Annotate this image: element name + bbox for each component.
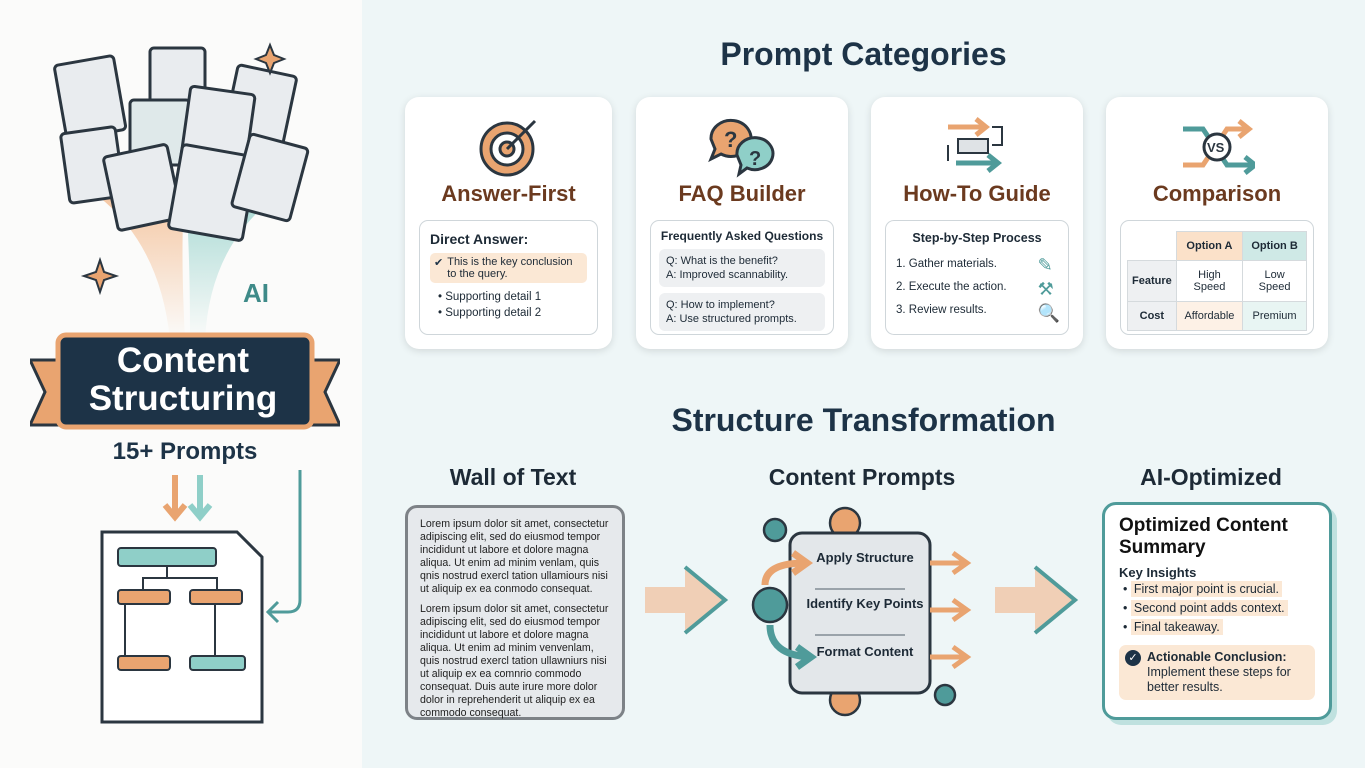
card-title: Answer-First: [441, 181, 576, 206]
insight-item: • Final takeaway.: [1123, 618, 1315, 637]
actionable-conclusion: ✓ Actionable Conclusion:Implement these …: [1119, 645, 1315, 700]
card-title: How-To Guide: [903, 181, 1051, 206]
step-icons: ✎⚒🔍: [1037, 255, 1060, 323]
banner-title: Content Structuring: [58, 342, 308, 418]
steps-preview: Step-by-Step Process 1. Gather materials…: [885, 220, 1069, 335]
question-bubbles-icon: ??: [708, 118, 775, 178]
wall-paragraph: Lorem ipsum dolor sit amet, consectetur …: [420, 518, 609, 595]
step-item: 2. Execute the action.: [896, 281, 1007, 293]
target-icon: [479, 119, 536, 177]
hero-panel: AI Content Structuring 15+ Prompts: [0, 0, 362, 768]
optimized-content-card: Optimized Content Summary Key Insights •…: [1102, 502, 1332, 720]
answer-preview: Direct Answer: ✔This is the key conclusi…: [419, 220, 598, 335]
cell: Low Speed: [1242, 260, 1307, 302]
categories-title: Prompt Categories: [720, 36, 1007, 72]
check-circle-icon: ✓: [1125, 650, 1141, 666]
bullet: • Supporting detail 2: [438, 307, 542, 319]
svg-text:VS: VS: [1207, 140, 1225, 155]
processor-icon: [751, 506, 972, 717]
direct-answer-heading: Direct Answer:: [430, 231, 529, 247]
bullet: • Supporting detail 1: [438, 291, 542, 303]
faq-heading: Frequently Asked Questions: [660, 229, 824, 243]
banner-line-1: Content: [116, 341, 250, 380]
banner-line-2: Structuring: [88, 379, 278, 418]
process-step: Apply Structure: [816, 550, 914, 565]
header-option-b: Option B: [1242, 231, 1307, 261]
header-option-a: Option A: [1175, 231, 1244, 261]
card-faq-builder: ?? FAQ Builder Frequently Asked Question…: [636, 97, 848, 349]
conclusion-text: This is the key conclusion to the query.: [447, 256, 573, 280]
faq-item: Q: How to implement?A: Use structured pr…: [659, 293, 825, 331]
faq-item: Q: What is the benefit?A: Improved scann…: [659, 249, 825, 287]
wall-of-text-box: Lorem ipsum dolor sit amet, consectetur …: [405, 505, 625, 720]
check-icon: ✔: [434, 257, 444, 269]
structured-document-icon: [100, 470, 302, 724]
cell: Premium: [1242, 301, 1307, 331]
row-label: Feature: [1127, 260, 1177, 302]
vs-arrows-icon: VS: [1183, 119, 1255, 175]
documents-cluster-icon: [53, 42, 310, 340]
card-how-to-guide: How-To Guide Step-by-Step Process 1. Gat…: [871, 97, 1083, 349]
arrow-right-icon: [645, 565, 729, 635]
insight-item: • First major point is crucial.: [1123, 580, 1315, 599]
arrow-right-icon: [995, 565, 1079, 635]
step-item: 3. Review results.: [896, 304, 987, 316]
prompts-count: 15+ Prompts: [112, 438, 258, 465]
cell: Affordable: [1175, 301, 1244, 331]
steps-heading: Step-by-Step Process: [912, 231, 1042, 245]
column-wall-of-text: Wall of Text: [449, 464, 577, 490]
conclusion-label: Actionable Conclusion:: [1147, 650, 1287, 664]
insights-label: Key Insights: [1119, 565, 1197, 580]
key-conclusion: ✔This is the key conclusion to the query…: [430, 253, 587, 283]
faq-preview: Frequently Asked Questions Q: What is th…: [650, 220, 834, 335]
wall-paragraph: Lorem ipsum dolor sit amet, consectetur …: [420, 603, 609, 719]
card-title: FAQ Builder: [678, 181, 806, 206]
banner-ribbon: [30, 332, 340, 430]
ai-label: AI: [243, 278, 269, 308]
svg-text:?: ?: [749, 148, 761, 170]
step-item: 1. Gather materials.: [896, 258, 997, 270]
process-step: Identify Key Points: [806, 596, 924, 611]
output-title: Optimized Content Summary: [1119, 515, 1288, 558]
transformation-title: Structure Transformation: [671, 402, 1056, 438]
insight-item: • Second point adds context.: [1123, 599, 1315, 618]
column-ai-optimized: AI-Optimized: [1140, 464, 1282, 490]
cell: High Speed: [1175, 260, 1244, 302]
card-answer-first: Answer-First Direct Answer: ✔This is the…: [405, 97, 612, 349]
process-step: Format Content: [816, 644, 914, 659]
flow-arrows-icon: [947, 117, 1003, 173]
svg-text:?: ?: [724, 127, 737, 152]
column-content-prompts: Content Prompts: [768, 464, 956, 490]
row-label: Cost: [1127, 301, 1177, 331]
conclusion-text: Implement these steps for better results…: [1147, 665, 1291, 694]
card-title: Comparison: [1152, 181, 1282, 206]
